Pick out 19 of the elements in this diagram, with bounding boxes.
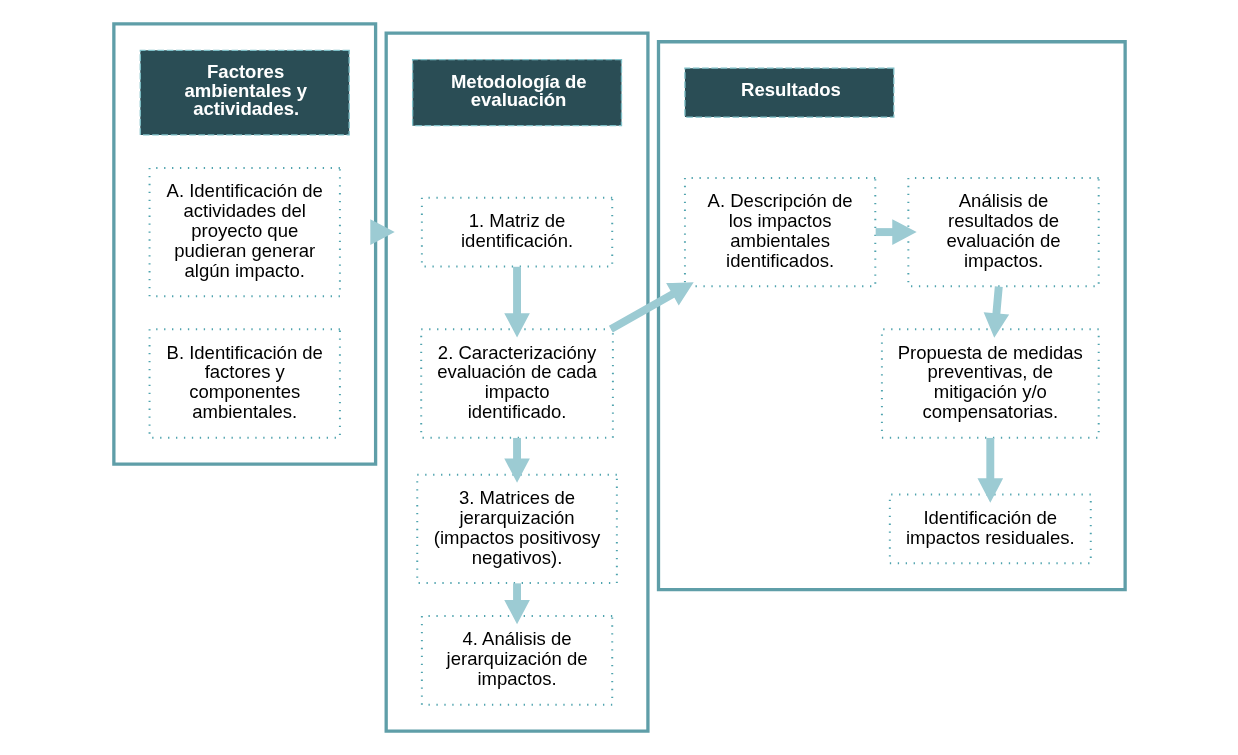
- node-box: Resultados: [683, 67, 894, 118]
- node-box: 4. Análisis de jerarquización de impactos.: [420, 615, 613, 706]
- cluster: [111, 22, 377, 466]
- arrow: [369, 219, 395, 245]
- node-box: 3. Matrices de jerarquización (impactos positivosy negativos).: [415, 473, 618, 585]
- node-box: Identificación de impactos residuales.: [888, 493, 1092, 565]
- node-box: Factores ambientales y actividades.: [139, 49, 350, 136]
- cluster: [656, 40, 1127, 592]
- node-box: B. Identificación de factores y componentes ambientales.: [148, 328, 341, 439]
- node-box: 1. Matriz de identificación.: [420, 196, 613, 268]
- node-box: Propuesta de medidas preventivas, de mitigación y/o compensatorias.: [880, 328, 1100, 439]
- node-box: Análisis de resultados de evaluación de impactos.: [906, 176, 1100, 288]
- node-box: Metodología de evaluación: [411, 58, 622, 127]
- node-box: A. Identificación de actividades del proyecto que pudieran generar algún impacto.: [148, 167, 341, 298]
- arrow: [983, 286, 1009, 338]
- arrow: [608, 282, 694, 333]
- node-box: 2. Caracterizacióny evaluación de cada impacto identificado.: [419, 328, 614, 439]
- cluster: [384, 31, 650, 733]
- node-box: A. Descripción de los impactos ambientales identificados.: [683, 176, 876, 288]
